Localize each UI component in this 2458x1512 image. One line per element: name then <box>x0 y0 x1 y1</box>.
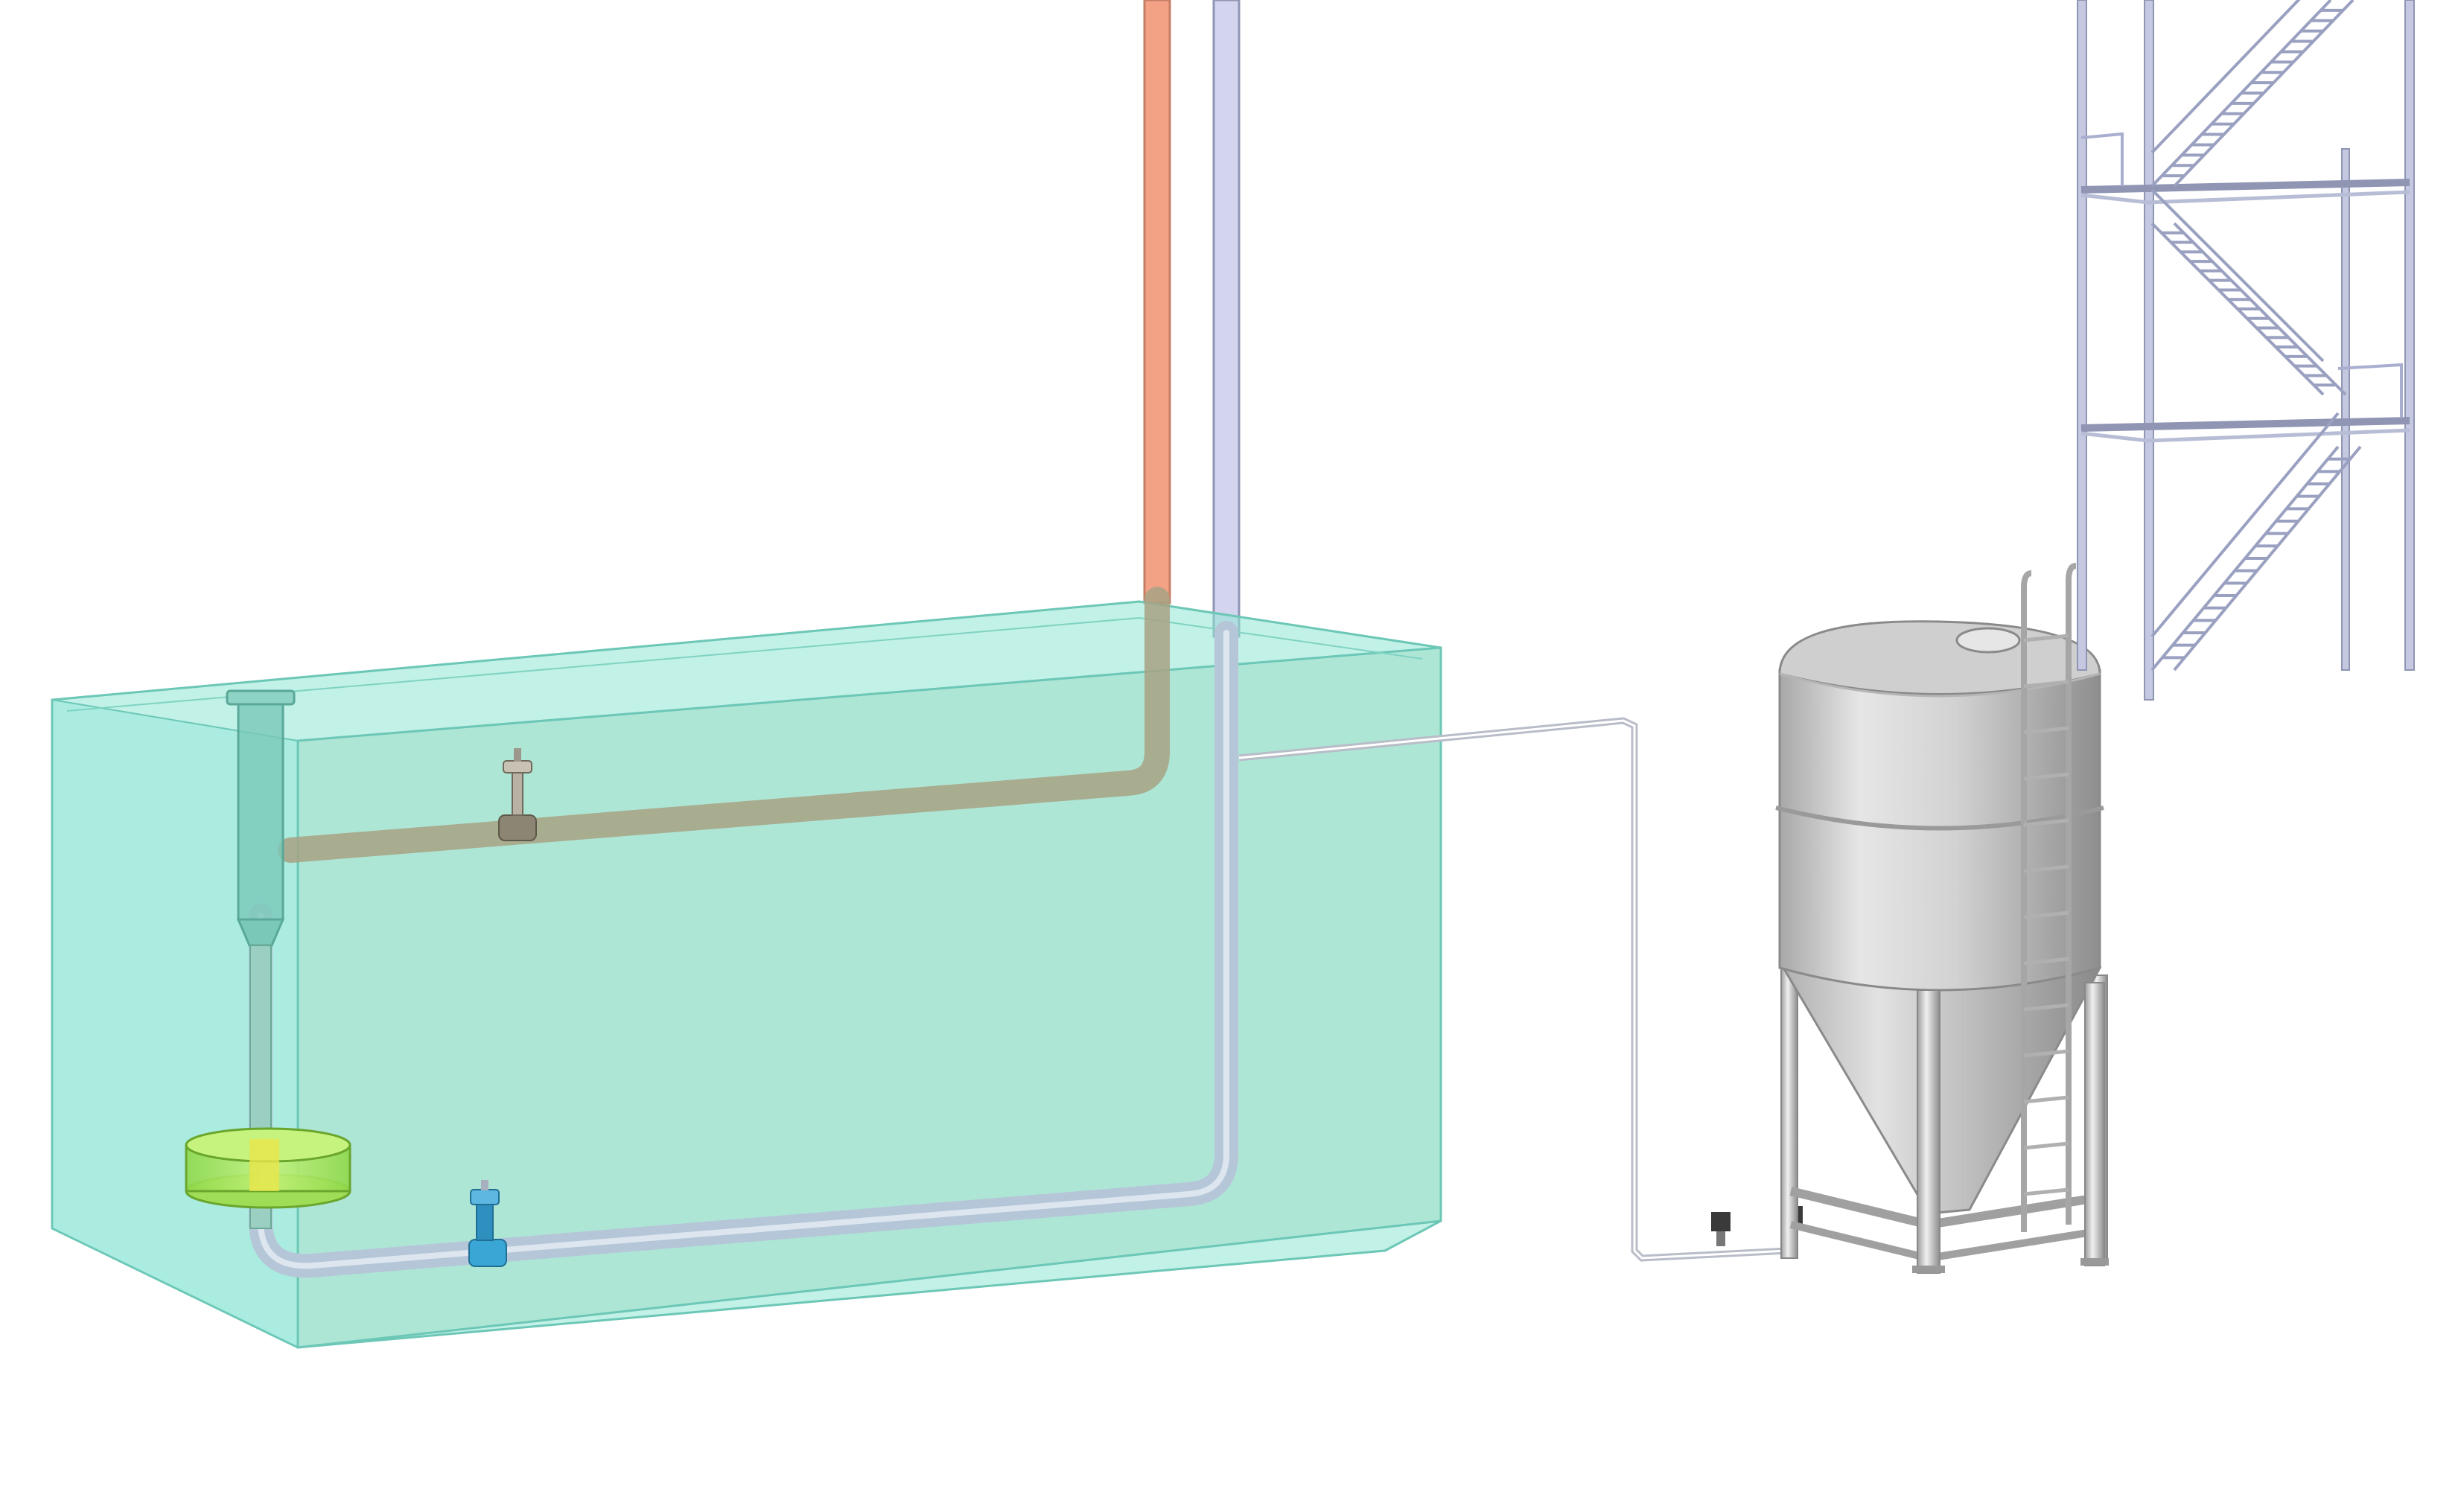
stair-handrail <box>2150 412 2340 638</box>
ladder-rung <box>2023 910 2069 919</box>
silo-ladder <box>2021 563 2077 1232</box>
stair-tower <box>2077 0 2415 701</box>
green-sleeve <box>185 1127 351 1209</box>
stair-handrail <box>2150 188 2325 363</box>
hot-return-pipe <box>278 587 1170 863</box>
silo <box>1775 620 2109 1274</box>
ladder-rung <box>2023 1187 2069 1196</box>
ladder-rung <box>2023 772 2069 781</box>
ladder-rung <box>2023 1003 2069 1012</box>
pump-1 <box>1711 1212 1731 1246</box>
ladder-rung <box>2023 726 2069 735</box>
ladder-rung <box>2023 818 2069 827</box>
ladder-rung <box>2023 1049 2069 1058</box>
cold-supply-pipe <box>249 621 1238 1278</box>
cold-pipe <box>1212 0 1241 638</box>
ladder-rung <box>2023 680 2069 689</box>
valve-upper <box>498 748 537 841</box>
ladder-rung <box>2023 1141 2069 1150</box>
hot-pipe <box>1143 0 1171 605</box>
transfer-line <box>1238 717 1788 1262</box>
ladder-rung <box>2023 957 2069 966</box>
ladder-rung <box>2023 864 2069 873</box>
stair-handrail <box>2150 0 2301 154</box>
ladder-rung <box>2023 634 2069 642</box>
valve-lower <box>468 1180 507 1267</box>
ladder-rung <box>2023 1095 2069 1104</box>
